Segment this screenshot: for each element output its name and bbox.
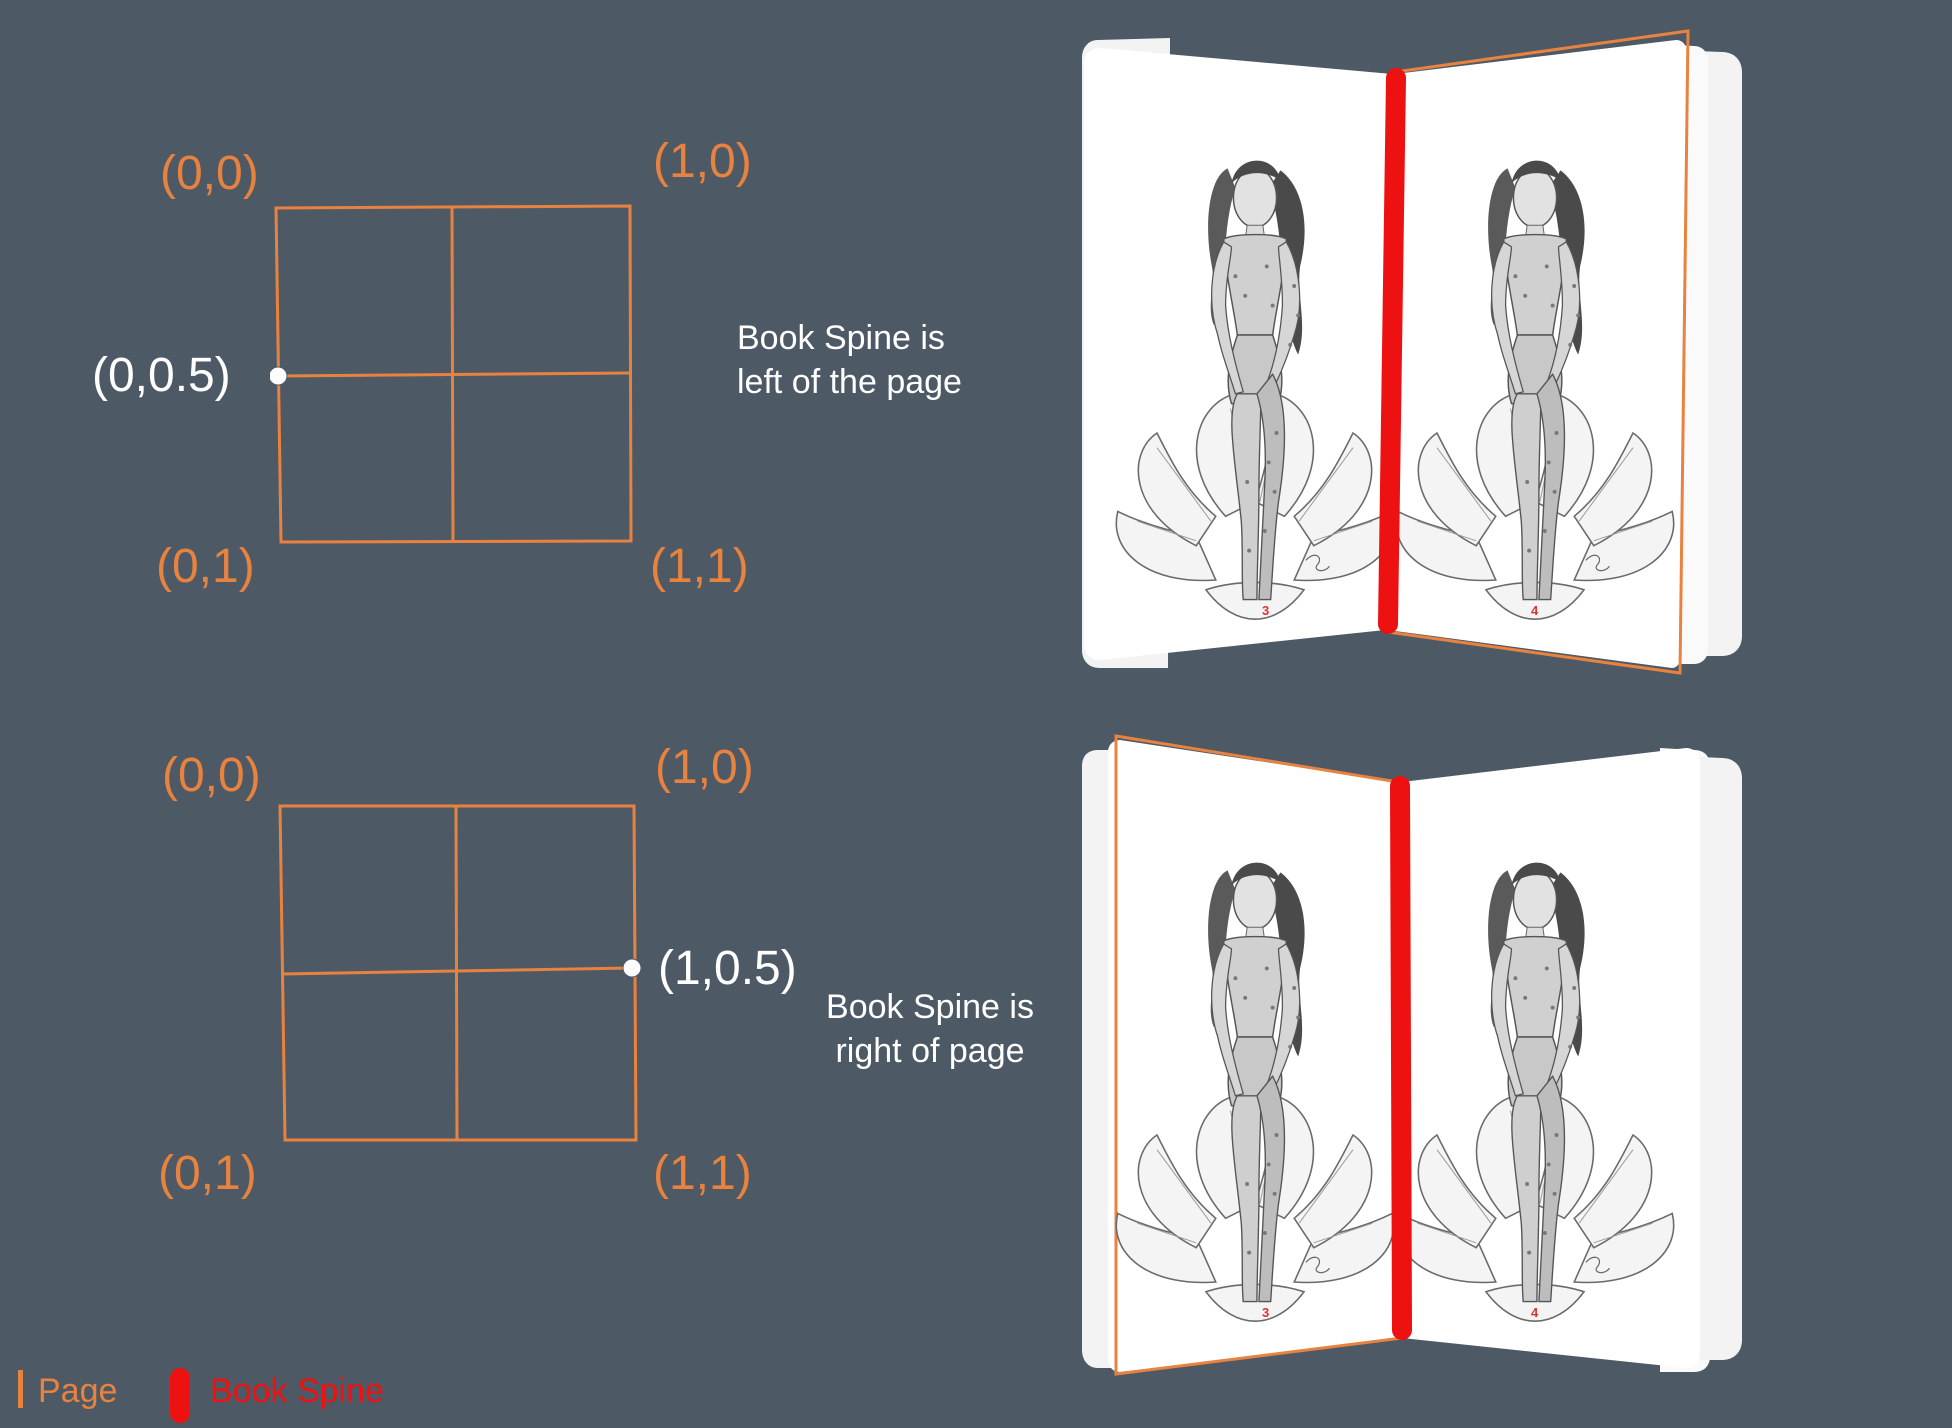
bottom-open-book bbox=[1082, 734, 1742, 1376]
top-caption-line-1: Book Spine is bbox=[737, 319, 945, 357]
top-anchor-label: (0,0.5) bbox=[92, 349, 231, 402]
bottom-anchor-label: (1,0.5) bbox=[658, 942, 797, 995]
top-grid-outline bbox=[274, 204, 633, 544]
bottom-page-grid bbox=[278, 804, 642, 1142]
bottom-corner-top-right: (1,0) bbox=[655, 741, 754, 794]
legend-page-label: Page bbox=[38, 1372, 118, 1410]
top-corner-top-left: (0,0) bbox=[160, 147, 259, 200]
bottom-corner-top-left: (0,0) bbox=[162, 749, 261, 802]
top-caption-line-2: left of the page bbox=[737, 363, 962, 401]
top-grid-horizontal bbox=[277, 371, 632, 378]
top-corner-bottom-right: (1,1) bbox=[650, 540, 749, 593]
bottom-caption-line-1: Book Spine is bbox=[826, 988, 1034, 1026]
bottom-page-number-left: 3 bbox=[1262, 1305, 1270, 1320]
top-anchor-point bbox=[270, 366, 288, 386]
top-open-book bbox=[1082, 29, 1742, 675]
top-corner-top-right: (1,0) bbox=[653, 135, 752, 188]
bottom-page-number-right: 4 bbox=[1531, 1305, 1539, 1320]
legend-spine-swatch bbox=[170, 1368, 190, 1423]
legend-spine-label: Book Spine bbox=[210, 1372, 384, 1410]
bottom-book-spine bbox=[1390, 776, 1412, 1340]
top-corner-bottom-left: (0,1) bbox=[156, 540, 255, 593]
top-page-number-right: 4 bbox=[1531, 603, 1539, 618]
bottom-grid-vertical bbox=[454, 805, 459, 1141]
bottom-corner-bottom-left: (0,1) bbox=[158, 1147, 257, 1200]
bottom-corner-bottom-right: (1,1) bbox=[653, 1147, 752, 1200]
top-page-grid bbox=[270, 204, 633, 544]
legend-page-swatch bbox=[18, 1370, 23, 1408]
bottom-grid-outline bbox=[278, 804, 638, 1142]
bottom-caption-line-2: right of page bbox=[835, 1032, 1025, 1070]
bottom-anchor-point bbox=[622, 958, 642, 978]
bottom-grid-horizontal bbox=[281, 966, 633, 976]
top-page-number-left: 3 bbox=[1262, 603, 1270, 618]
top-book-spine bbox=[1378, 68, 1406, 634]
top-caption: Book Spine is left of the page bbox=[737, 316, 962, 404]
bottom-caption: Book Spine is right of page bbox=[815, 985, 1045, 1073]
